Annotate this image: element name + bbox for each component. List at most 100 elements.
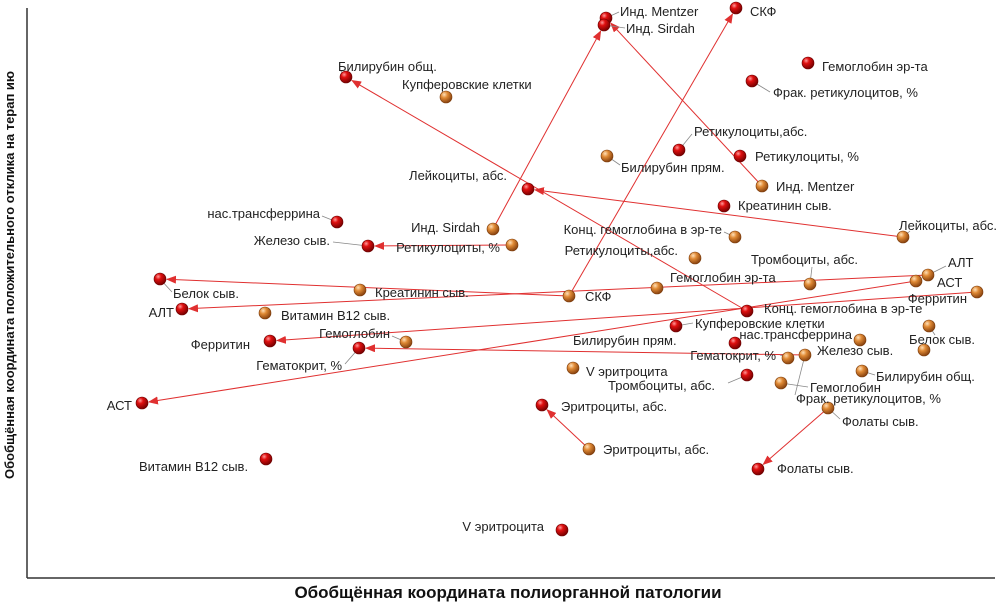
point-label: Гемоглобин [319,326,390,341]
data-point-red [135,396,149,410]
data-point-red [669,319,683,333]
data-point-orange [917,343,931,357]
point-label: Инд. Mentzer [620,4,699,19]
data-point-orange [909,274,923,288]
point-label: Билирубин общ. [338,59,437,74]
point-label: Тромбоциты, абс. [608,378,715,393]
point-label: Лейкоциты, абс. [899,218,997,233]
trajectory-arrow [568,13,733,297]
point-label: Фолаты сыв. [777,461,854,476]
data-point-red [339,70,353,84]
point-label: Билирубин прям. [621,160,725,175]
point-label: Инд. Sirdah [411,220,480,235]
data-point-orange [755,179,769,193]
point-label: АСТ [107,398,132,413]
point-label: Ферритин [191,337,250,352]
point-label: Конц. гемоглобина в эр-те [764,301,922,316]
point-label: АСТ [937,275,962,290]
point-label: Билирубин прям. [573,333,677,348]
data-point-red [555,523,569,537]
data-point-orange [922,319,936,333]
data-point-orange [582,442,596,456]
point-label: Фрак. ретикулоцитов, % [773,85,918,100]
data-point-orange [774,376,788,390]
trajectory-arrow [533,187,904,238]
point-label: Белок сыв. [173,286,239,301]
data-point-orange [688,251,702,265]
label-leader-line [794,354,806,396]
point-label: Железо сыв. [817,343,893,358]
point-label: Креатинин сыв. [738,198,832,213]
data-point-orange [855,364,869,378]
point-label: Железо сыв. [254,233,330,248]
point-label: СКФ [585,289,612,304]
point-label: Витамин B12 сыв. [139,459,248,474]
point-label: Фрак. ретикулоцитов, % [796,391,941,406]
data-point-orange [505,238,519,252]
data-point-orange [399,335,413,349]
data-point-orange [798,348,812,362]
data-point-red [175,302,189,316]
data-point-orange [562,289,576,303]
point-label: Гемоглобин [810,380,881,395]
data-point-red [745,74,759,88]
data-point-red [361,239,375,253]
y-axis-title: Обобщённая координата положительного отк… [2,71,17,479]
data-point-orange [566,361,580,375]
point-label: Ферритин [908,291,967,306]
x-axis-title: Обобщённая координата полиорганной патол… [294,583,721,602]
point-label: Эритроциты, абс. [561,399,667,414]
data-point-red [728,336,742,350]
trajectory-arrow [762,407,829,466]
point-label: V эритроцита [586,364,668,379]
point-label: Ретикулоциты,абс. [565,243,678,258]
data-point-red [535,398,549,412]
data-point-orange [781,351,795,365]
point-label: Фолаты сыв. [842,414,919,429]
point-label: Гематокрит, % [690,348,776,363]
data-point-orange [728,230,742,244]
data-point-red [521,182,535,196]
trajectory-arrow [373,241,513,250]
data-point-red [733,149,747,163]
point-label: Инд. Sirdah [626,21,695,36]
point-label: Конц. гемоглобина в эр-те [564,222,722,237]
point-label: Ретикулоциты, % [396,240,500,255]
data-point-orange [258,306,272,320]
axes [26,8,995,579]
point-label: Тромбоциты, абс. [751,252,858,267]
point-label: Лейкоциты, абс. [409,168,507,183]
data-point-red [751,462,765,476]
data-point-orange [600,149,614,163]
data-point-red [740,304,754,318]
data-point-red [597,18,611,32]
data-point-orange [353,283,367,297]
data-point-orange [439,90,453,104]
data-point-orange [803,277,817,291]
data-point-red [801,56,815,70]
data-point-orange [650,281,664,295]
data-point-orange [970,285,984,299]
point-label: Эритроциты, абс. [603,442,709,457]
trajectory-arrow [546,409,590,450]
trajectory-arrow [165,275,570,297]
trajectory-arrow [364,344,807,356]
data-point-red [672,143,686,157]
data-point-red [330,215,344,229]
point-label: Креатинин сыв. [375,285,469,300]
point-label: Витамин B12 сыв. [281,308,390,323]
arrows-layer [147,13,978,466]
point-label: Купферовские клетки [402,77,532,92]
point-label: нас.трансферрина [739,327,852,342]
point-label: Белок сыв. [909,332,975,347]
point-label: АЛТ [149,305,174,320]
point-label: Ретикулоциты, % [755,149,859,164]
trajectory-arrow [492,30,602,230]
trajectory-arrow [147,280,917,405]
point-label: Купферовские клетки [695,316,825,331]
data-point-orange [853,333,867,347]
point-label: Гематокрит, % [256,358,342,373]
point-label: Гемоглобин эр-та [822,59,928,74]
